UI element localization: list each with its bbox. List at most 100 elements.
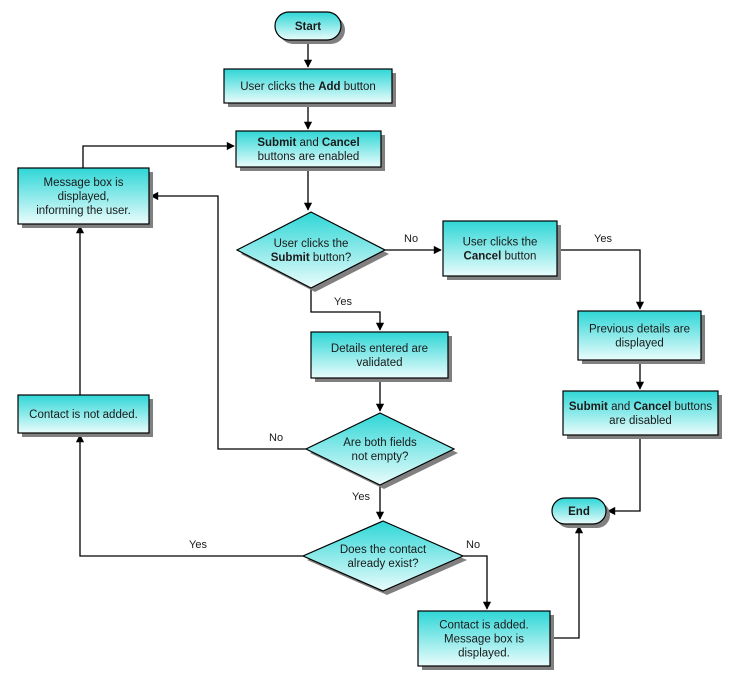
connector-existsq-no-to-added [463,555,492,610]
label-run-emphasis: Cancel [464,251,502,263]
node-contact_exists: Does the contact already exist? [301,520,467,595]
node-shape-process [310,331,449,379]
label-run-emphasis: Add [318,81,340,93]
label-run: not empty? [352,451,409,463]
connector-label-fieldsq-yes-to-existsq: Yes [352,491,370,503]
node-label-line: User clicks the Add button [240,81,376,93]
label-run-emphasis: Submit [271,252,310,264]
node-shape-process [17,394,150,434]
label-run: and [608,401,634,413]
node-shape-terminator [551,497,607,525]
node-label-line: buttons are enabled [258,151,360,163]
node-label-line: End [568,506,590,518]
label-run-emphasis: Submit [257,137,296,149]
label-run-emphasis: Start [295,21,321,33]
node-end: End [551,497,610,528]
connector-disabled-to-end [607,435,641,516]
node-label-line: Details entered are [331,343,428,355]
node-start: Start [274,11,345,44]
node-label-line: User clicks the [463,237,538,249]
label-run: displayed. [458,648,510,660]
connector-label-cancel-yes-to-previous: Yes [594,233,612,245]
node-shape-process [235,130,382,168]
label-run-emphasis: Cancel [322,137,360,149]
label-run: buttons [671,401,712,413]
node-shape-process [223,68,393,104]
node-details_validated: Details entered are validated [310,331,452,382]
node-shape-process [17,167,150,225]
connector-fieldsq-no-to-messagebox [150,191,306,450]
connector-messagebox-to-enabled [82,141,235,168]
label-run: Contact is added. [439,620,529,632]
node-label-line: validated [356,357,402,369]
node-label-line: displayed, [58,191,110,203]
connector-cancel-yes-to-previous [557,249,645,310]
node-label-line: User clicks the [274,238,349,250]
node-label-line: displayed [615,338,664,350]
label-run: Message box is [44,177,124,189]
label-run: displayed, [58,191,110,203]
node-shape-decision [301,520,465,592]
node-label-line: not empty? [352,451,409,463]
label-run: and [296,137,322,149]
label-run: buttons are enabled [258,151,360,163]
node-label-line: already exist? [348,558,419,570]
label-run-emphasis: Cancel [633,401,671,413]
label-run: already exist? [348,558,419,570]
connector-submitq-yes-to-validated [310,288,385,331]
node-label-line: Submit button? [271,252,352,264]
node-message_box: Message box is displayed, informing the us… [17,167,153,228]
connector-label-existsq-yes-to-notadded: Yes [189,539,207,551]
node-label-line: Message box is [44,177,124,189]
label-run: button? [310,252,352,264]
label-run: Does the contact [340,544,427,556]
label-run: Message box is [444,634,524,646]
node-label-line: Previous details are [589,324,690,336]
label-run: Contact is not added. [29,409,138,421]
node-label-line: Contact is added. [439,620,529,632]
label-run: are disabled [609,415,672,427]
node-shape-decision [235,211,387,289]
label-run: Are both fields [343,437,417,449]
node-shape-process [577,310,702,361]
node-fields_not_empty: Are both fields not empty? [304,412,458,489]
connector-label-submitq-no-to-cancel: No [404,233,418,245]
node-shape-process [562,390,719,436]
connector-label-submitq-yes-to-validated: Yes [334,296,352,308]
label-run-emphasis: End [568,506,590,518]
label-run: displayed [615,338,664,350]
label-run: User clicks the [463,237,538,249]
node-contact_added: Contact is added. Message box is displayed… [417,610,554,670]
node-label-line: Start [295,21,321,33]
node-previous_details: Previous details are displayed [577,310,705,364]
node-shape-process [417,610,551,667]
node-label-line: Message box is [444,634,524,646]
node-label-line: Submit and Cancel [257,137,359,149]
node-label-line: Contact is not added. [29,409,138,421]
label-run: Details entered are [331,343,428,355]
node-buttons_enabled: Submit and Cancel buttons are enabled [235,130,385,171]
label-run: Previous details are [589,324,690,336]
connectors-layer [75,40,645,639]
connector-label-fieldsq-no-to-messagebox: No [269,432,283,444]
node-label-line: are disabled [609,415,672,427]
label-run: User clicks the [240,81,318,93]
label-run: User clicks the [274,238,349,250]
node-label-line: informing the user. [36,205,131,217]
label-run: informing the user. [36,205,131,217]
connector-added-to-end [550,525,584,639]
node-label-line: Does the contact [340,544,427,556]
node-label-line: displayed. [458,648,510,660]
node-shape-terminator [274,11,342,41]
label-run: validated [356,357,402,369]
node-contact_not_added: Contact is not added. [17,394,153,437]
label-run: button [341,81,376,93]
node-shape-decision [304,412,456,486]
